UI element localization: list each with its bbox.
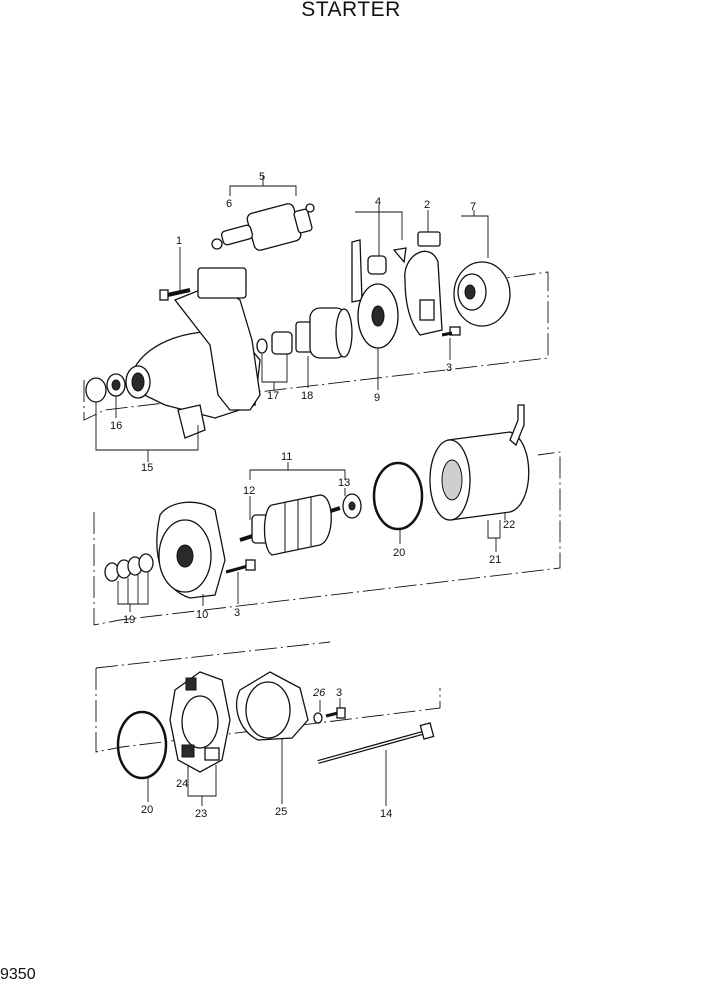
callout-25: 25 [275, 806, 287, 818]
callout-26: 26 [312, 687, 326, 699]
end-frame-part [156, 501, 226, 599]
callout-23: 23 [195, 808, 207, 820]
callout-10: 10 [196, 609, 208, 621]
front-housing-part [125, 267, 261, 439]
o-ring-part [372, 461, 424, 531]
callout-16: 16 [110, 420, 122, 432]
screw-part [441, 326, 461, 337]
washer-stack-part [104, 553, 154, 582]
callout-1: 1 [176, 235, 182, 247]
callout-18: 18 [301, 390, 313, 402]
screw-part-3 [325, 707, 346, 719]
callout-3-top: 3 [446, 362, 452, 374]
callout-9: 9 [374, 392, 380, 404]
lever-part [351, 239, 407, 303]
callout-6: 6 [226, 198, 232, 210]
pinion-clutch-part [295, 307, 353, 359]
bolt-part [159, 288, 191, 301]
callout-20-mid: 20 [393, 547, 405, 559]
screw-part-2 [225, 559, 256, 574]
callout-12: 12 [243, 485, 255, 497]
callout-3-mid: 3 [234, 607, 240, 619]
callout-21: 21 [489, 554, 501, 566]
group1-frame [83, 271, 549, 421]
brush-holder-part [169, 671, 231, 773]
rear-cover-part [236, 671, 309, 741]
yoke-part [429, 404, 530, 521]
washer-part [313, 712, 323, 724]
callout-22: 22 [503, 519, 515, 531]
callout-3-bottom: 3 [336, 687, 342, 699]
callout-2: 2 [424, 199, 430, 211]
callout-17: 17 [267, 390, 279, 402]
o-ring-part-2 [116, 710, 168, 780]
page-title: STARTER [301, 0, 401, 21]
group2-frame [93, 451, 561, 626]
bushing-part [85, 373, 126, 403]
group3-frame [95, 668, 441, 753]
bearing-part [453, 261, 511, 327]
callout-13: 13 [338, 477, 350, 489]
small-bearing-part [342, 493, 362, 519]
solenoid-part [211, 203, 315, 251]
cover-part [404, 231, 443, 336]
callout-4: 4 [375, 196, 381, 208]
through-bolt-part [317, 722, 435, 764]
page-number: 9350 [0, 966, 36, 983]
callout-14: 14 [380, 808, 392, 820]
callout-5: 5 [259, 171, 265, 183]
callout-24: 24 [176, 778, 188, 790]
callout-15: 15 [141, 462, 153, 474]
callout-20-bottom: 20 [141, 804, 153, 816]
callout-11: 11 [281, 451, 292, 463]
callout-7: 7 [470, 201, 476, 213]
armature-part [239, 494, 341, 556]
plate-part [357, 283, 399, 349]
ring-part [256, 338, 268, 354]
callout-19: 19 [123, 614, 135, 626]
collar-part [271, 331, 293, 355]
